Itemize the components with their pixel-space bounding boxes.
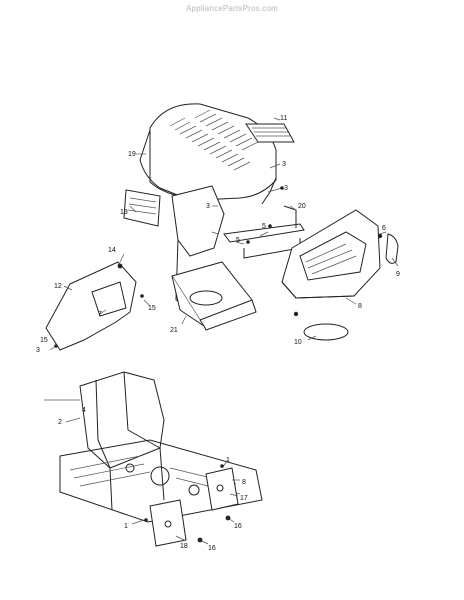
callout-18: 18	[180, 543, 188, 550]
side-grille-13	[123, 189, 161, 227]
dash-panel-3	[171, 185, 225, 305]
callout-5: 5	[262, 223, 266, 230]
callout-5: 5	[236, 237, 240, 244]
front-bumper-8	[281, 209, 381, 299]
callout-2: 2	[58, 419, 62, 426]
hood-assembly	[139, 103, 277, 205]
callout-21: 21	[170, 327, 178, 334]
callout-1: 1	[226, 457, 230, 464]
callout-3: 3	[284, 185, 288, 192]
watermark-text: AppliancePartsPros.com	[186, 4, 278, 13]
bracket-17	[205, 467, 239, 511]
callout-20: 20	[298, 203, 306, 210]
callout-3: 3	[36, 347, 40, 354]
callout-14: 14	[108, 247, 116, 254]
callout-10: 10	[294, 339, 302, 346]
callout-15: 15	[148, 305, 156, 312]
callout-labels: 11 19 3 3 3 13 20 5 5 6 9 8 14 12 7 15 1…	[36, 115, 400, 552]
callout-12: 12	[54, 283, 62, 290]
callout-1: 1	[124, 523, 128, 530]
battery-tray-21	[171, 261, 257, 331]
callout-13: 13	[120, 209, 128, 216]
callout-3: 3	[206, 203, 210, 210]
callout-17: 17	[240, 495, 248, 502]
lens-10	[303, 323, 349, 341]
callout-19: 19	[128, 151, 136, 158]
grille-panel-11	[245, 123, 295, 143]
callout-8: 8	[242, 479, 246, 486]
fasteners	[54, 186, 383, 543]
callout-3: 3	[282, 161, 286, 168]
bracket-18	[149, 499, 187, 547]
fender-12	[45, 261, 137, 351]
callout-15: 15	[40, 337, 48, 344]
callout-16: 16	[208, 545, 216, 552]
callout-4: 4	[82, 407, 86, 414]
callout-16: 16	[234, 523, 242, 530]
frame-2	[59, 371, 263, 523]
callout-11: 11	[280, 115, 287, 122]
callout-9: 9	[396, 271, 400, 278]
headlight-lens-9	[385, 233, 399, 264]
callout-8: 8	[358, 303, 362, 310]
callout-6: 6	[382, 225, 386, 232]
callout-7: 7	[98, 311, 102, 318]
